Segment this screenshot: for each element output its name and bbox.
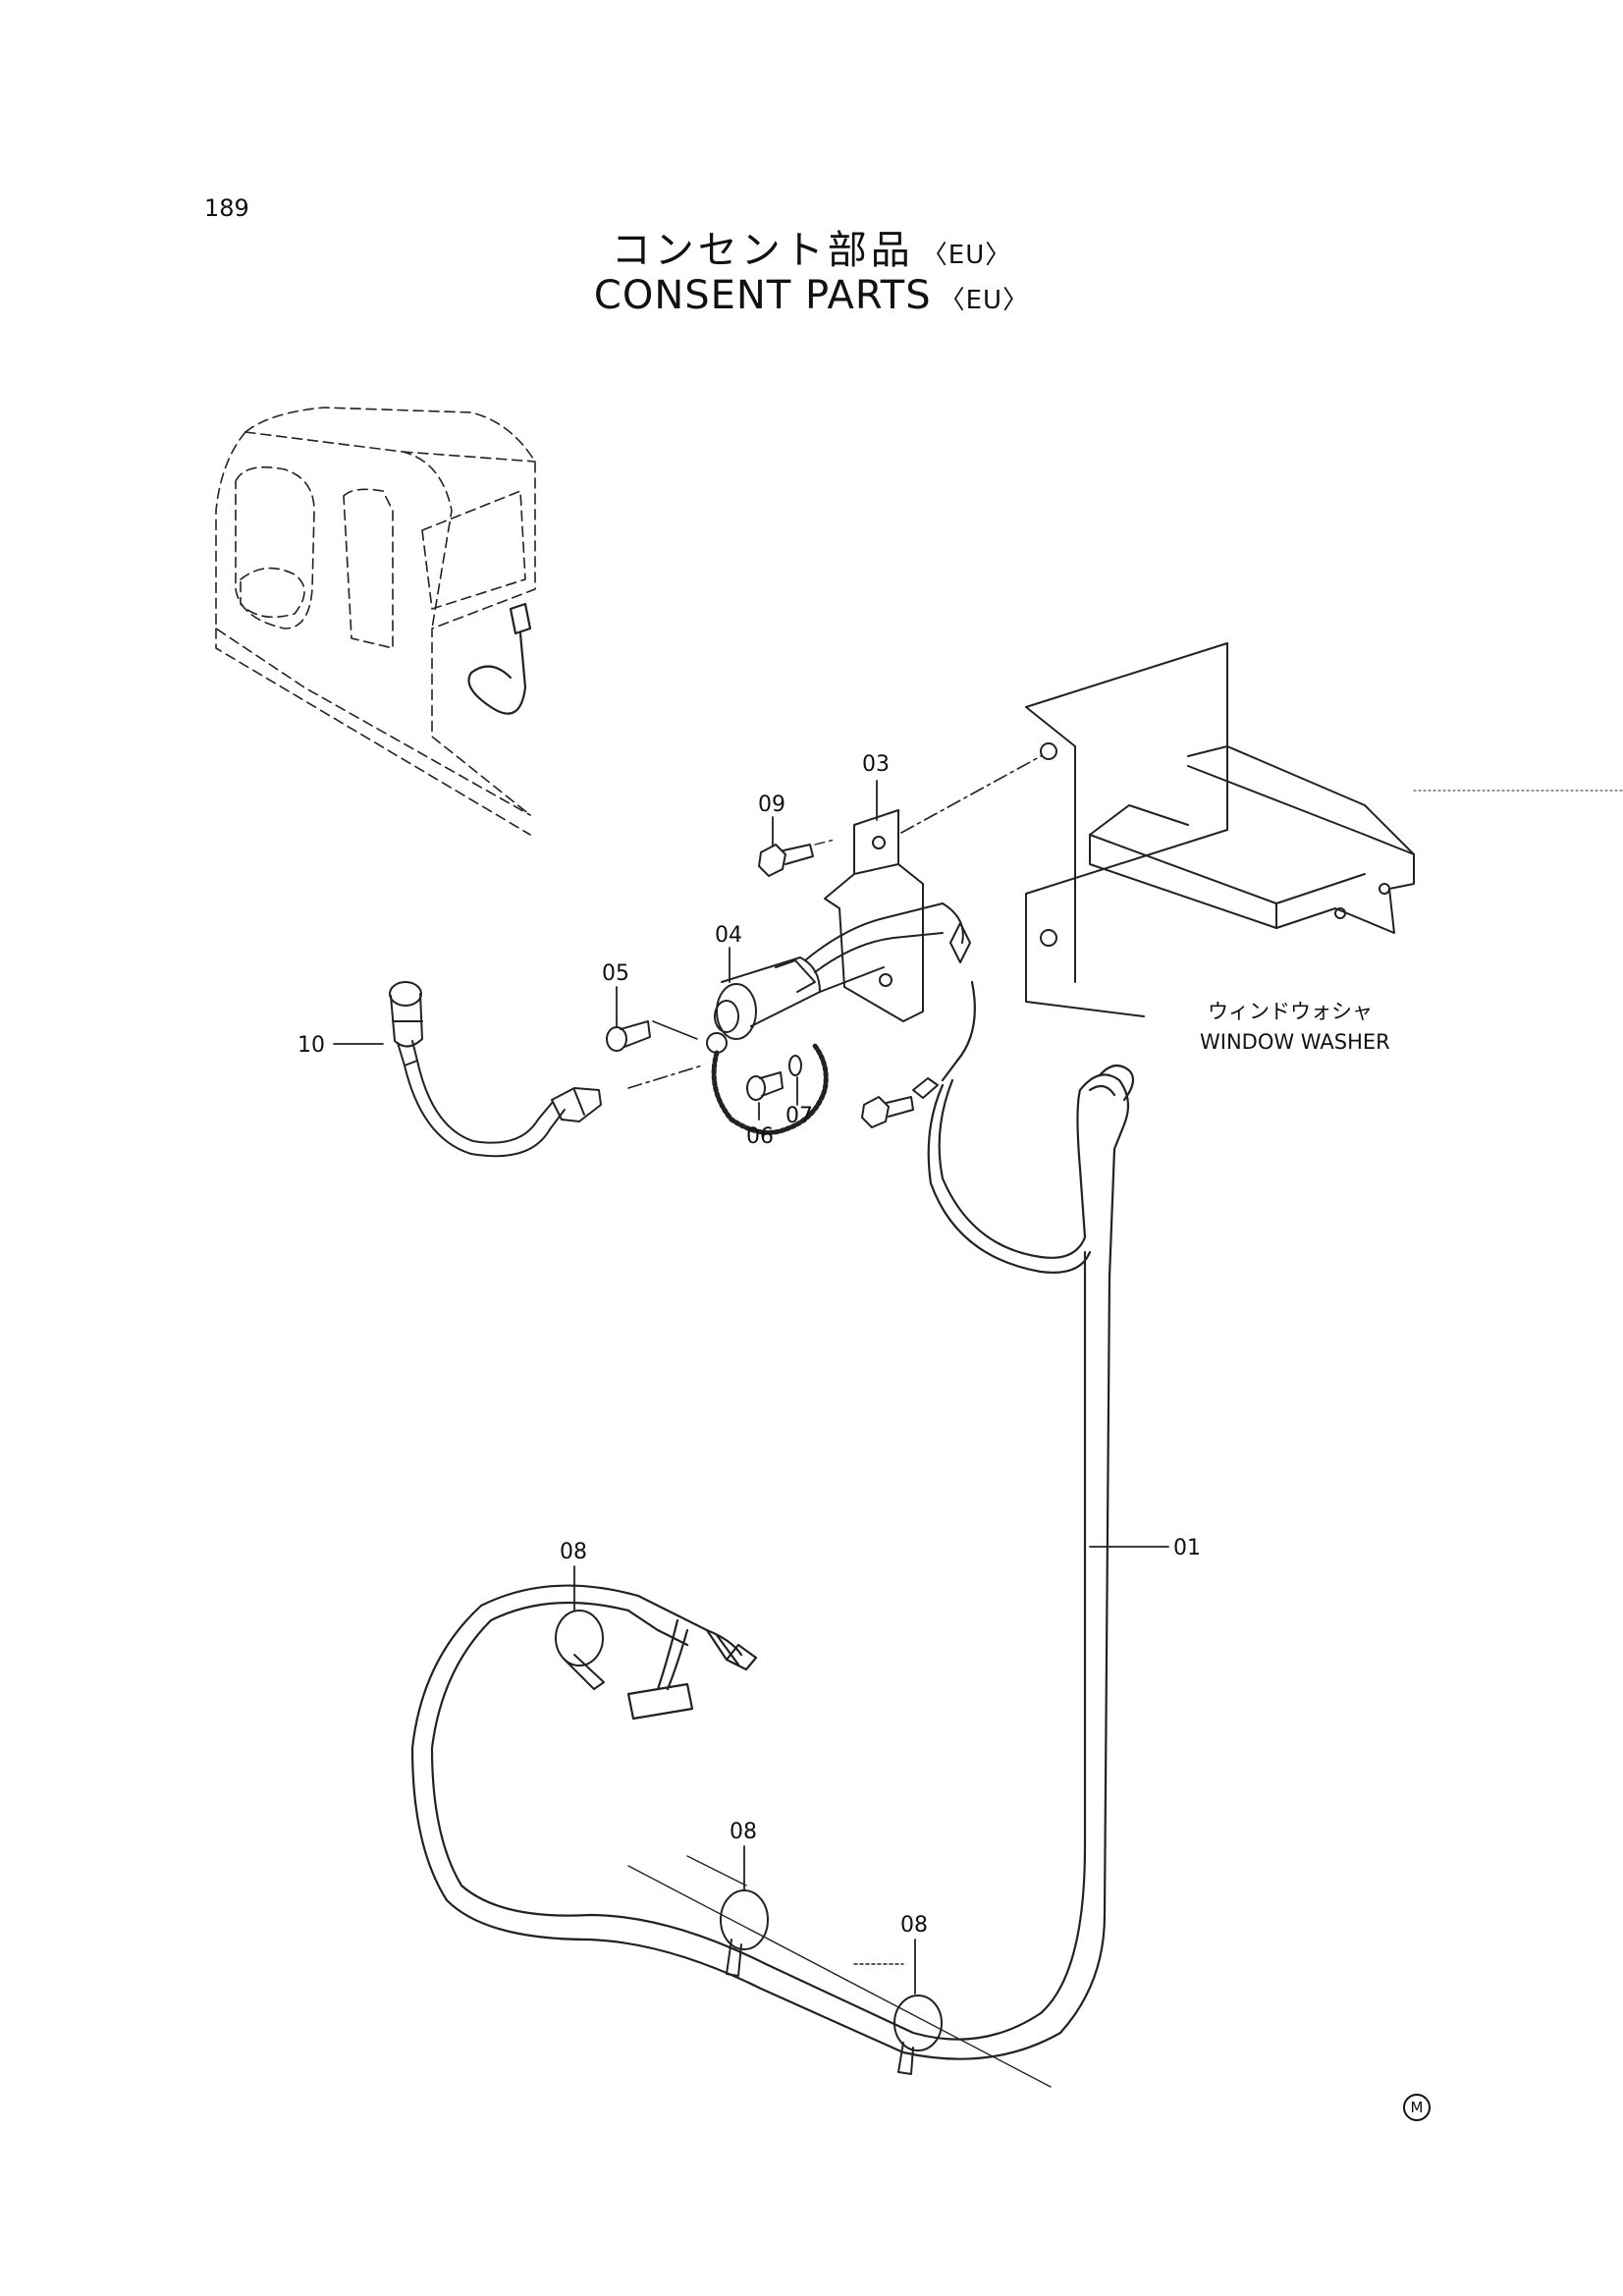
callout-06: 06 — [746, 1124, 774, 1149]
callout-10: 10 — [298, 1033, 325, 1058]
socket-04 — [706, 902, 971, 1054]
window-washer-label-jp: ウィンドウォシャ — [1208, 1000, 1373, 1023]
alignment-line-1 — [900, 755, 1042, 834]
callout-04: 04 — [715, 923, 742, 948]
harness-01 — [410, 980, 1135, 2060]
alignment-line-3 — [652, 1020, 698, 1040]
frame-lines — [627, 1855, 1052, 2088]
callout-09: 09 — [758, 793, 785, 817]
screw-05 — [606, 1020, 651, 1052]
window-washer-label-en: WINDOW WASHER — [1200, 1030, 1390, 1054]
title-en-text: CONSENT PARTS — [593, 273, 932, 318]
corner-mark: M — [1403, 2094, 1431, 2121]
screw-06 — [746, 1071, 784, 1101]
cab-harness-detail — [467, 602, 532, 715]
bracket-03 — [824, 809, 924, 1022]
alignment-line-2 — [627, 1065, 703, 1089]
callout-08-middle: 08 — [730, 1820, 757, 1844]
window-washer-bracket — [1025, 642, 1415, 1017]
page-number: 189 — [204, 194, 249, 222]
clamp-08-bottom — [893, 1995, 943, 2075]
clamp-08-top — [555, 1610, 605, 1690]
callout-01: 01 — [1173, 1536, 1201, 1560]
bolt-right — [861, 1077, 939, 1128]
page-title-en: CONSENT PARTS〈EU〉 — [0, 273, 1623, 318]
clamp-08-middle — [720, 1889, 769, 1977]
callout-05: 05 — [602, 961, 629, 986]
page-title-jp: コンセント部品〈EU〉 — [0, 218, 1623, 275]
region-tag-jp: 〈EU〉 — [921, 241, 1012, 270]
callout-leaders — [333, 780, 1169, 1995]
callout-07: 07 — [785, 1104, 813, 1128]
plug-10 — [389, 981, 602, 1158]
region-tag-en: 〈EU〉 — [939, 286, 1030, 315]
bolt-09 — [758, 839, 836, 877]
callout-08-top: 08 — [560, 1540, 587, 1564]
callout-labels: 03 09 04 05 10 06 07 01 08 08 08 — [298, 752, 1201, 1938]
washer-07 — [788, 1055, 802, 1076]
callout-03: 03 — [862, 752, 890, 777]
callout-08-bottom: 08 — [900, 1913, 928, 1938]
cab-illustration — [215, 407, 536, 836]
chain-detail — [711, 1043, 829, 1135]
title-jp-text: コンセント部品 — [611, 228, 914, 273]
